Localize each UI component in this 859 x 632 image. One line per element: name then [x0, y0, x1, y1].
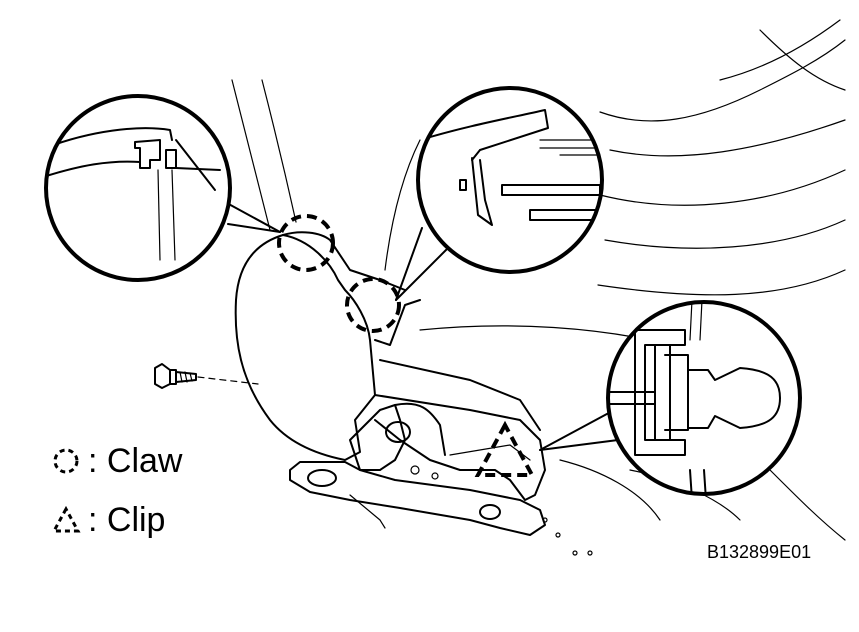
claw-marker-upper — [277, 214, 335, 272]
seat-side-cover — [234, 231, 546, 501]
clip-legend-icon — [51, 505, 81, 533]
claw-detail-lower-callout — [416, 86, 604, 274]
claw-marker-lower — [345, 277, 401, 333]
claw-detail-upper-callout — [44, 94, 232, 282]
claw-legend-label: : Claw — [88, 442, 183, 480]
clip-marker — [474, 420, 536, 477]
figure-code: B132899E01 — [707, 542, 812, 562]
clip-detail-callout — [606, 300, 802, 496]
bolt-icon — [154, 363, 259, 389]
claw-legend-icon — [53, 448, 79, 474]
clip-legend-label: : Clip — [88, 501, 166, 539]
seat-rail — [289, 402, 593, 556]
